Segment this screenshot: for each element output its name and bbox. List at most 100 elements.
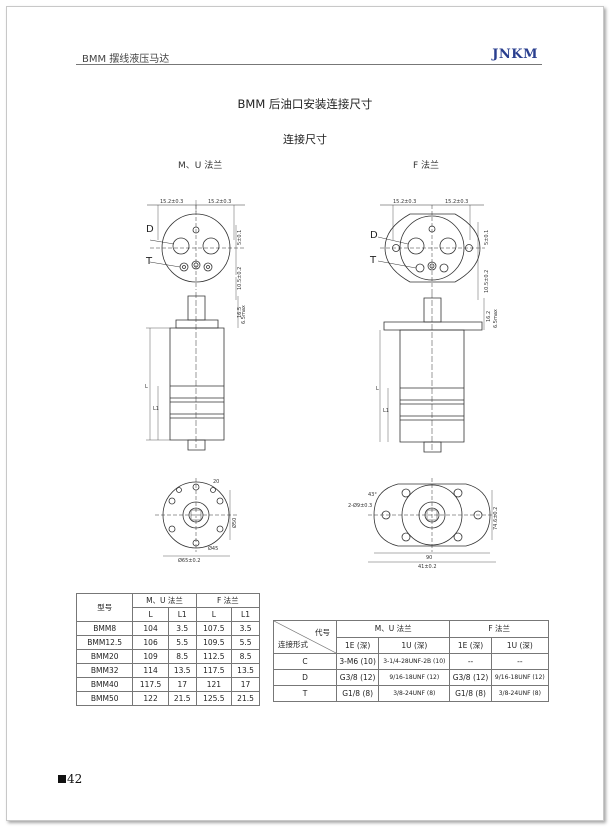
dim-label: 43°	[368, 492, 377, 498]
table-cell: G1/8 (8)	[449, 685, 492, 702]
dim-label: 41±0.2	[418, 564, 437, 570]
table2-f-header: F 法兰	[449, 620, 549, 638]
dim-label: 5±0.1	[484, 230, 490, 245]
table-cell: 117.5	[132, 677, 169, 692]
dim-label: 15.2±0.3	[393, 199, 416, 205]
dim-label: Ø45	[208, 545, 218, 552]
table-cell: BMM40	[75, 677, 134, 692]
dim-label: 2-Ø9±0.3	[348, 502, 372, 509]
table-cell: 8.5	[167, 649, 197, 664]
port-connection-table: 代号 连接形式 M、U 法兰 F 法兰 1E (深) 1U (深) 1E (深)…	[273, 620, 550, 702]
table-cell: 3/8-24UNF (8)	[490, 685, 550, 702]
page-number: 42	[58, 772, 82, 786]
table-cell: 21.5	[167, 691, 197, 706]
table-cell: --	[449, 653, 492, 670]
port-t-label-right: T	[369, 255, 377, 266]
left-drawing-caption: M、U 法兰	[178, 161, 223, 171]
mu-flange-bottom-view	[155, 478, 238, 556]
table-cell: G1/8 (8)	[335, 685, 380, 702]
table-cell: 21.5	[231, 691, 260, 706]
dim-label: 10.5±0.2	[237, 267, 243, 290]
table-cell: 3/8-24UNF (8)	[378, 685, 451, 702]
header-rule	[76, 64, 542, 65]
table-cell: T	[273, 685, 337, 702]
table-cell: 8.5	[231, 649, 260, 664]
f-motor-side-view	[380, 292, 484, 452]
dim-label: 74.6±0.2	[493, 507, 499, 530]
table-cell: 122	[132, 691, 169, 706]
dim-label: 15.2±0.3	[445, 199, 468, 205]
table-cell: G3/8 (12)	[449, 669, 492, 686]
table-cell: D	[273, 669, 337, 686]
table2-code-header: 代号	[315, 628, 330, 637]
table-cell: 17	[167, 677, 197, 692]
dim-label: 6.5max	[493, 309, 499, 328]
section-title: 连接尺寸	[283, 133, 327, 146]
dim-label: 20	[213, 479, 219, 485]
port-d-label-left: D	[146, 224, 154, 235]
f-flange-top-view	[378, 205, 485, 300]
table1-model-header: 型号	[75, 593, 134, 622]
table-cell: 112.5	[195, 649, 233, 664]
table-cell: 125.5	[195, 691, 233, 706]
dim-label: 15.2±0.3	[208, 199, 231, 205]
table-cell: BMM8	[75, 621, 134, 636]
table-cell: 9/16-18UNF (12)	[378, 669, 451, 686]
dim-label: 10.5±0.2	[484, 270, 490, 293]
mu-flange-top-view	[147, 200, 245, 300]
table-cell: 107.5	[195, 621, 233, 636]
dim-label: L1	[153, 406, 159, 412]
table2-subheader: 1U (深)	[378, 636, 451, 654]
table-cell: 5.5	[167, 635, 197, 650]
table-cell: 3.5	[167, 621, 197, 636]
table1-f-header: F 法兰	[195, 593, 261, 608]
table-cell: BMM32	[75, 663, 134, 678]
table1-l1-header: L1	[231, 607, 260, 622]
page-marker-square	[58, 775, 66, 783]
table1-l1-header: L1	[167, 607, 197, 622]
table-cell: 5.5	[231, 635, 260, 650]
table1-mu-header: M、U 法兰	[132, 593, 197, 608]
dim-label: L	[376, 386, 379, 392]
dim-label: 90	[426, 555, 432, 561]
diagonal-divider	[274, 621, 336, 653]
table-cell: BMM12.5	[75, 635, 134, 650]
right-drawing-caption: F 法兰	[413, 161, 440, 171]
page-title: BMM 后油口安装连接尺寸	[237, 97, 373, 111]
table-cell: BMM20	[75, 649, 134, 664]
dim-label: 6.5max	[241, 305, 247, 324]
table-cell: 3-1/4-28UNF-2B (10)	[378, 653, 451, 670]
dim-label: L	[145, 384, 148, 390]
table2-subheader: 1E (深)	[449, 636, 492, 654]
table-cell: C	[273, 653, 337, 670]
table-cell: 117.5	[195, 663, 233, 678]
table-cell: BMM50	[75, 691, 134, 706]
dim-label: 16.2	[486, 311, 492, 322]
brand-logo: JNKM	[492, 47, 538, 62]
table-cell: 13.5	[231, 663, 260, 678]
table-cell: --	[490, 653, 550, 670]
dim-label: 15.2±0.3	[160, 199, 183, 205]
table2-mu-header: M、U 法兰	[335, 620, 451, 638]
table-cell: 17	[231, 677, 260, 692]
table-cell: 3-M6 (10)	[335, 653, 380, 670]
dim-label: Ø50	[231, 518, 238, 528]
table2-subheader: 1U (深)	[490, 636, 550, 654]
table1-l-header: L	[132, 607, 169, 622]
page-number-text: 42	[67, 772, 83, 786]
table2-corner-header: 代号 连接形式	[273, 620, 337, 654]
table2-subheader: 1E (深)	[335, 636, 380, 654]
header-series-title: BMM 摆线液压马达	[82, 54, 170, 65]
table-cell: 109	[132, 649, 169, 664]
dim-label: L1	[383, 408, 389, 414]
f-flange-bottom-view	[368, 478, 496, 562]
port-t-label-left: T	[145, 256, 153, 267]
